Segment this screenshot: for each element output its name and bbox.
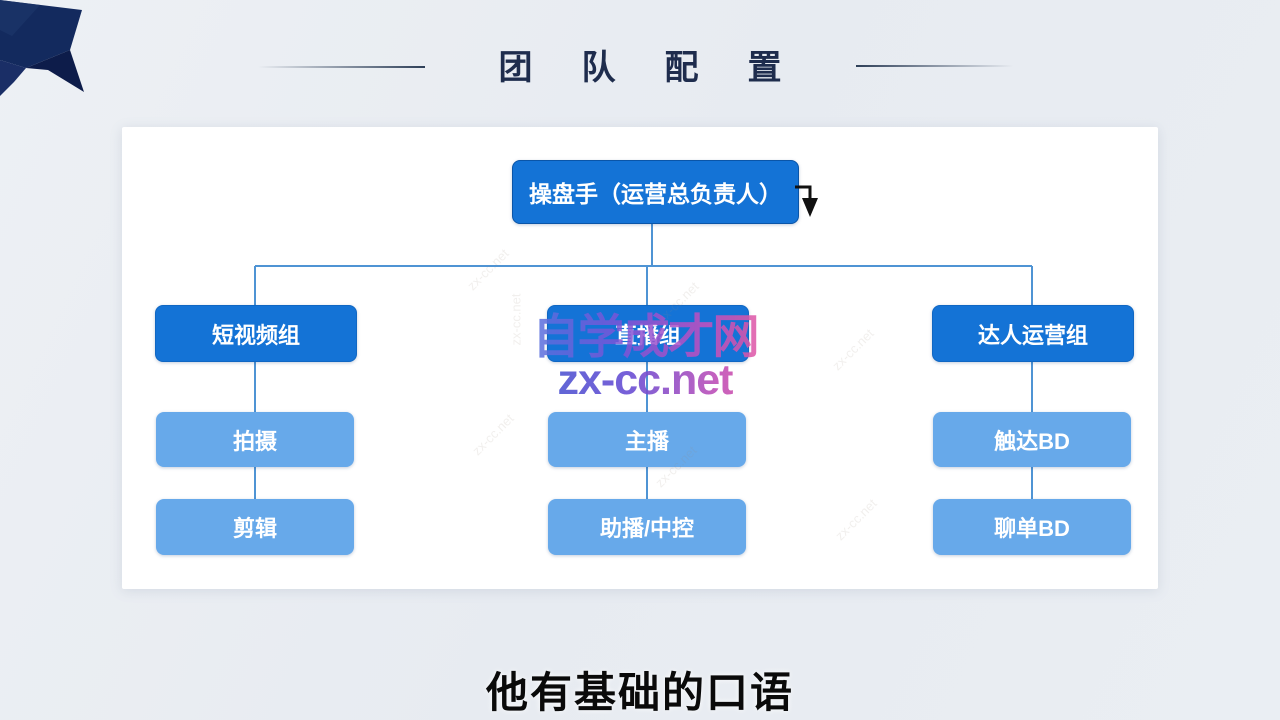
org-node-group-short-video: 短视频组 <box>155 305 357 362</box>
org-chart-panel: 操盘手（运营总负责人） 短视频组 拍摄 剪辑 直播组 主播 助播/中控 达人运营 <box>122 127 1158 589</box>
org-node-root: 操盘手（运营总负责人） <box>512 160 799 224</box>
org-node-root-label: 操盘手（运营总负责人） <box>529 181 782 207</box>
org-node-group-livestream: 直播组 <box>547 305 749 362</box>
org-chart-connectors <box>254 222 1033 499</box>
down-arrow-icon <box>795 185 818 217</box>
org-node-label: 达人运营组 <box>977 322 1088 348</box>
org-node-label: 主播 <box>624 428 669 454</box>
title-divider-left <box>258 66 425 68</box>
org-node-label: 剪辑 <box>232 516 277 541</box>
caption-subtitle: 他有基础的口语 <box>485 671 794 717</box>
org-node-label: 聊单BD <box>994 516 1070 541</box>
org-node-label: 拍摄 <box>232 428 277 454</box>
org-node-label: 短视频组 <box>211 322 300 348</box>
org-node-label: 直播组 <box>614 322 681 348</box>
org-node-label: 触达BD <box>994 428 1070 454</box>
org-node-label: 助播/中控 <box>599 516 695 541</box>
org-node-chat-bd: 聊单BD <box>933 499 1131 555</box>
corner-ribbon-icon <box>0 0 84 96</box>
title-divider-right <box>856 65 1013 67</box>
org-node-group-influencer-ops: 达人运营组 <box>932 305 1134 362</box>
org-node-editing: 剪辑 <box>156 499 354 555</box>
org-node-host: 主播 <box>548 412 746 467</box>
page-title: 团队配置 <box>498 50 831 87</box>
org-node-shooting: 拍摄 <box>156 412 354 467</box>
org-node-assistant-control: 助播/中控 <box>548 499 746 555</box>
org-node-reach-bd: 触达BD <box>933 412 1131 467</box>
